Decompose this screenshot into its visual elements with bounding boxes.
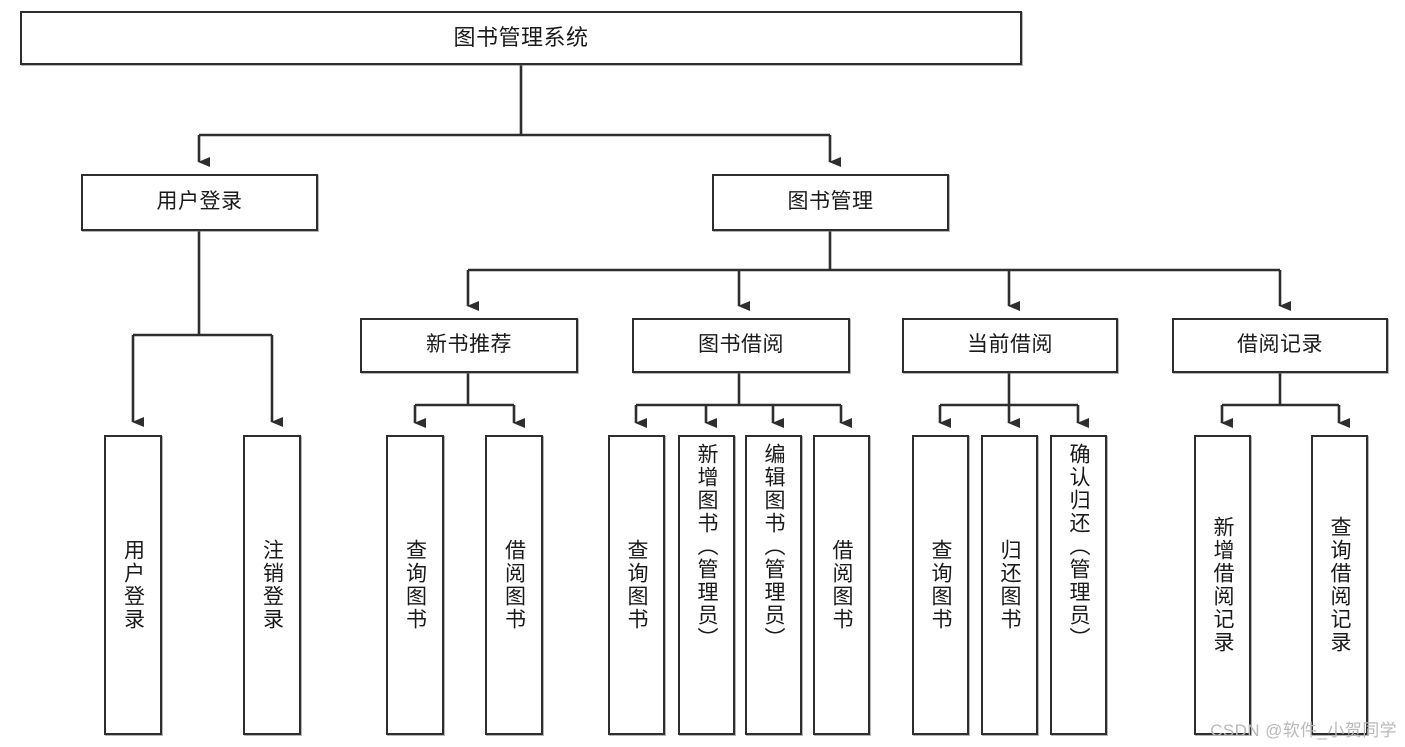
node-label: 新书推荐 <box>426 333 512 357</box>
node-new-book-recommend[interactable]: 新书推荐 <box>360 318 578 373</box>
leaf-current-borrow-query-book[interactable]: 查询图书 <box>912 435 969 735</box>
leaf-current-borrow-return-book[interactable]: 归还图书 <box>981 435 1038 735</box>
node-book-management[interactable]: 图书管理 <box>712 174 949 231</box>
node-borrow-record[interactable]: 借阅记录 <box>1172 318 1388 373</box>
node-label: 归还图书 <box>998 539 1021 631</box>
node-label: 图书管理 <box>787 190 874 214</box>
leaf-borrow-record-add-record[interactable]: 新增借阅记录 <box>1194 435 1251 735</box>
leaf-book-borrow-edit-book-admin[interactable]: 编辑图书（管理员） <box>745 435 802 735</box>
node-label: 新增图书（管理员） <box>695 443 718 650</box>
node-label: 图书管理系统 <box>453 25 589 51</box>
node-label: 借阅图书 <box>502 539 526 631</box>
node-label: 编辑图书（管理员） <box>762 443 785 650</box>
leaf-new-book-query-book[interactable]: 查询图书 <box>386 435 444 735</box>
node-label: 新增借阅记录 <box>1211 516 1234 654</box>
node-label: 查询图书 <box>403 539 427 631</box>
node-label: 借阅图书 <box>830 539 853 631</box>
node-label: 查询图书 <box>929 539 952 631</box>
leaf-book-borrow-add-book-admin[interactable]: 新增图书（管理员） <box>678 435 735 735</box>
node-label: 借阅记录 <box>1237 333 1323 357</box>
node-label: 用户登录 <box>156 190 243 214</box>
node-label: 注销登录 <box>260 539 284 631</box>
node-label: 图书借阅 <box>698 333 784 357</box>
node-current-borrow[interactable]: 当前借阅 <box>902 318 1118 373</box>
node-label: 确认归还（管理员） <box>1067 443 1090 650</box>
leaf-user-login-logout[interactable]: 注销登录 <box>243 435 301 735</box>
node-book-borrow[interactable]: 图书借阅 <box>632 318 850 373</box>
leaf-current-borrow-confirm-return-admin[interactable]: 确认归还（管理员） <box>1050 435 1107 735</box>
leaf-user-login-login[interactable]: 用户登录 <box>104 435 162 735</box>
node-label: 用户登录 <box>121 539 145 631</box>
node-label: 查询借阅记录 <box>1328 516 1351 654</box>
node-label: 当前借阅 <box>967 333 1053 357</box>
node-root-book-management-system[interactable]: 图书管理系统 <box>20 11 1022 65</box>
leaf-book-borrow-borrow-book[interactable]: 借阅图书 <box>813 435 870 735</box>
watermark-text: CSDN @软件_小贺同学 <box>1210 721 1397 740</box>
leaf-book-borrow-query-book[interactable]: 查询图书 <box>608 435 665 735</box>
leaf-new-book-borrow-book[interactable]: 借阅图书 <box>485 435 543 735</box>
node-label: 查询图书 <box>625 539 648 631</box>
node-user-login[interactable]: 用户登录 <box>81 174 318 231</box>
leaf-borrow-record-query-record[interactable]: 查询借阅记录 <box>1311 435 1368 735</box>
